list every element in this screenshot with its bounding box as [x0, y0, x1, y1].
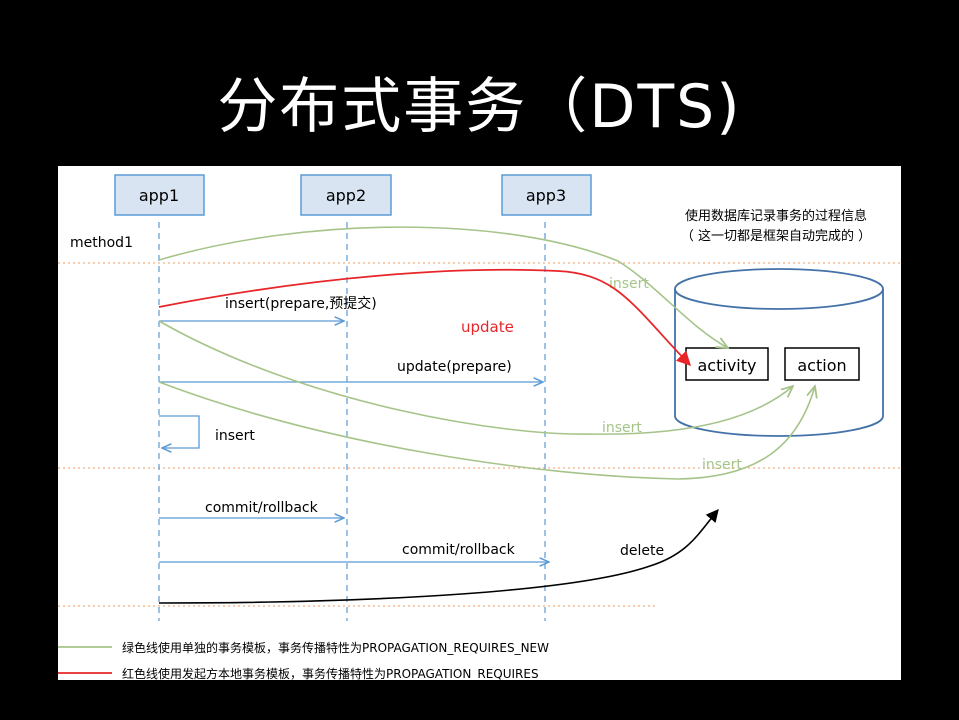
arrow-self-insert [159, 415, 200, 448]
legend-red-text: 红色线使用发起方本地事务模板，事务传播特性为PROPAGATION_REQUIR… [122, 666, 539, 680]
update-prepare-label: update(prepare) [397, 359, 512, 375]
note-line-1: 使用数据库记录事务的过程信息 [685, 208, 867, 224]
green-label-insert-1: insert [609, 276, 649, 292]
black-curve-delete [158, 509, 719, 604]
diagram-panel: app1 app2 app3 method1 使用数据库记录事务的过程信息 （ … [58, 166, 901, 681]
self-insert-label: insert [215, 428, 255, 444]
legend-green-text: 绿色线使用单独的事务模板，事务传播特性为PROPAGATION_REQUIRES… [122, 640, 549, 655]
app3-label: app3 [526, 186, 566, 205]
green-curve-insert-prepare [158, 320, 793, 435]
app2-label: app2 [326, 186, 366, 205]
delete-label: delete [620, 543, 664, 559]
commit2-label: commit/rollback [402, 542, 516, 558]
note-line-2: （ 这一切都是框架自动完成的 ） [681, 228, 871, 244]
database-cylinder [674, 268, 884, 437]
action-table: action [784, 347, 860, 381]
red-curve-update [158, 268, 692, 367]
insert-prepare-label: insert(prepare,预提交) [225, 295, 377, 312]
app2-box: app2 [300, 174, 392, 216]
sequence-diagram: app1 app2 app3 method1 使用数据库记录事务的过程信息 （ … [58, 174, 901, 681]
method-label: method1 [70, 235, 133, 251]
green-label-insert-2: insert [602, 420, 642, 436]
commit1-label: commit/rollback [205, 500, 319, 516]
app1-box: app1 [114, 174, 205, 216]
update-red-label: update [461, 318, 514, 336]
slide-title: 分布式事务（DTS) [217, 72, 742, 142]
activity-label: activity [698, 356, 757, 375]
activity-table: activity [685, 347, 769, 381]
app3-box: app3 [501, 174, 592, 216]
app1-label: app1 [139, 186, 179, 205]
green-label-insert-3: insert [702, 457, 742, 473]
action-label: action [797, 356, 846, 375]
green-curve-method1 [158, 226, 728, 348]
green-curve-update-prepare [158, 381, 815, 480]
legend: 绿色线使用单独的事务模板，事务传播特性为PROPAGATION_REQUIRES… [58, 640, 549, 681]
